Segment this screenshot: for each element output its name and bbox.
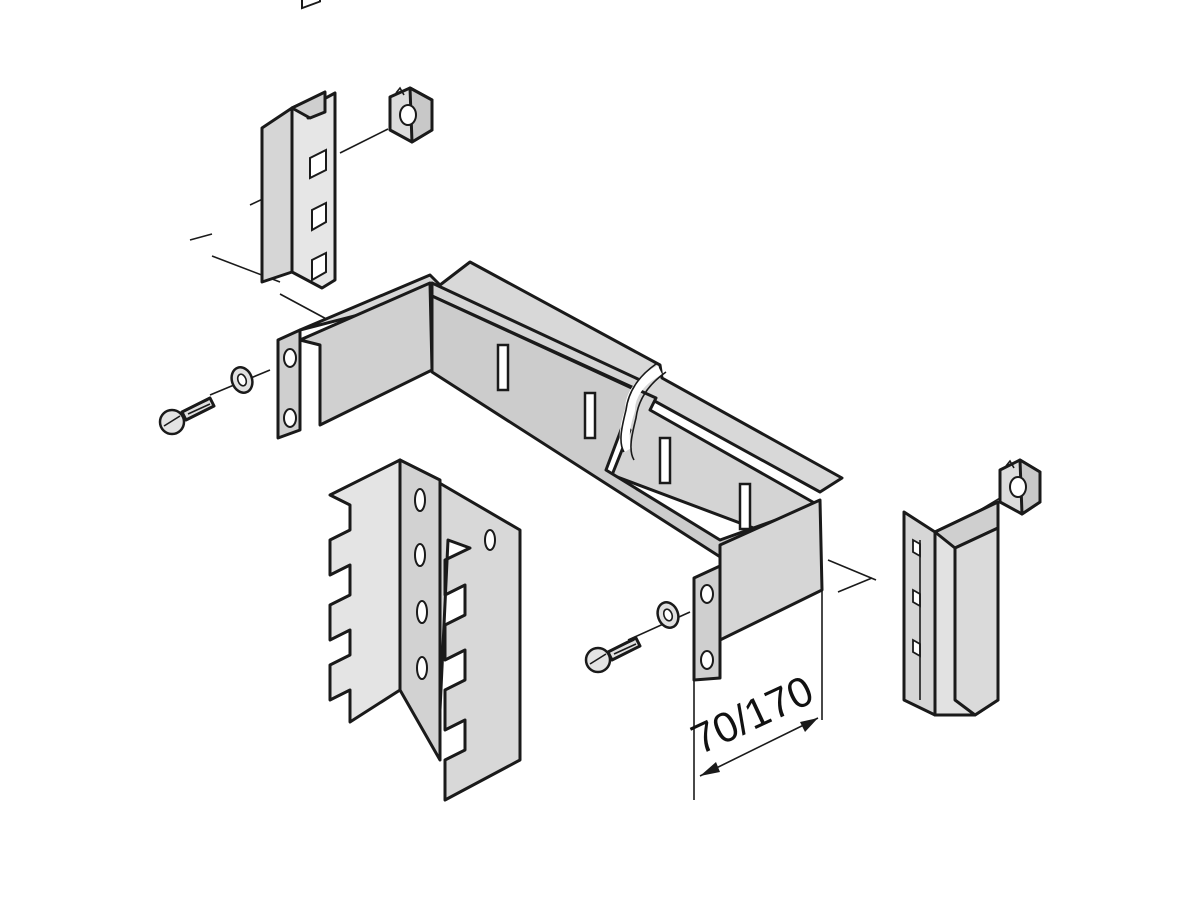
screw-left xyxy=(158,369,271,436)
mounting-bracket xyxy=(276,260,844,682)
cage-nut-right xyxy=(998,458,1042,516)
washer-right xyxy=(656,601,680,629)
screw-right xyxy=(584,611,691,674)
rack-rail-top-left xyxy=(260,0,337,290)
rack-rail-right xyxy=(902,500,1000,717)
cage-nut-top xyxy=(388,86,434,144)
dimension-label: 70/170 xyxy=(684,666,820,763)
washer-left xyxy=(230,366,254,394)
slotted-side-profile xyxy=(328,458,522,802)
